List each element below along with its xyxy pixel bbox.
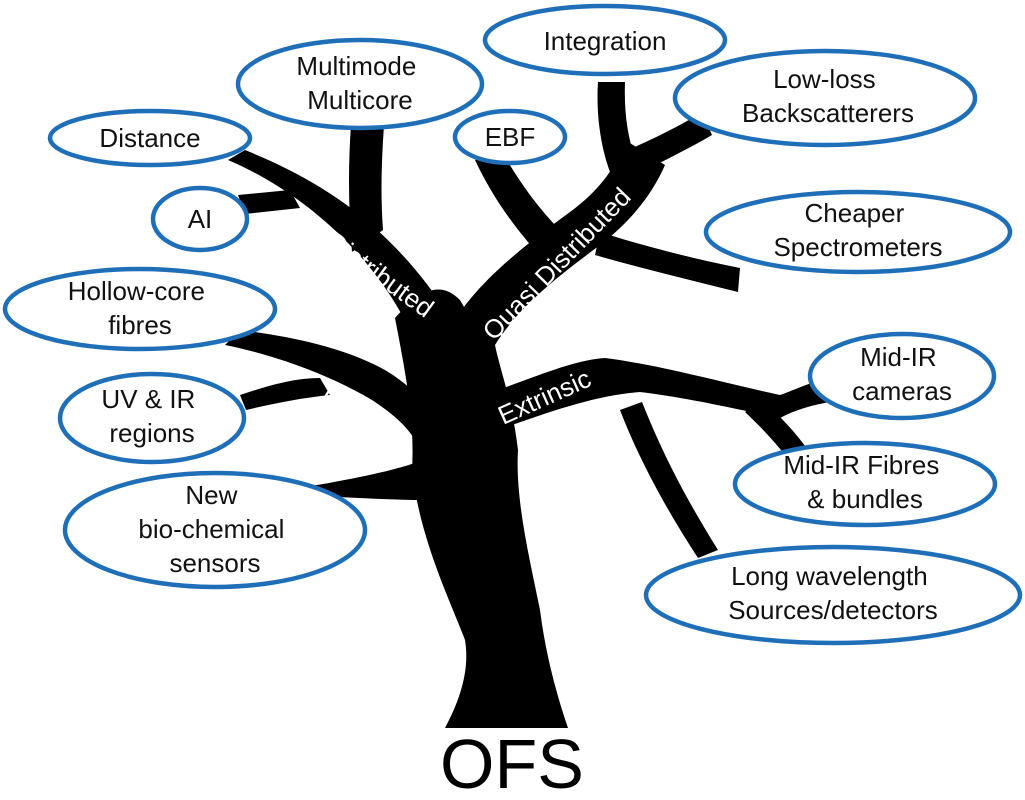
tree-trunk [395, 289, 568, 728]
node-uv-ir-text: UV & IR regions [101, 384, 202, 448]
node-distance-text: Distance [99, 123, 200, 153]
branch-ai [238, 190, 300, 214]
branch-extrinsic [498, 358, 830, 425]
branch-multimode [349, 112, 385, 252]
node-biochem: New bio-chemical sensors [62, 470, 368, 590]
branch-midir-fibres [745, 400, 808, 462]
branch-ebf [475, 148, 560, 250]
node-ai: AI [150, 185, 250, 253]
node-integration: Integration [482, 3, 728, 77]
node-ebf: EBF [452, 108, 568, 166]
branch-integration [597, 82, 635, 172]
node-distance: Distance [47, 108, 253, 168]
branch-point [225, 330, 440, 440]
node-mid-ir-fibres-text: Mid-IR Fibres & bundles [783, 450, 946, 514]
node-cheaper: Cheaper Spectrometers [703, 189, 1013, 275]
node-hollow-core-text: Hollow-core fibres [68, 276, 213, 340]
branch-longwave [620, 402, 718, 558]
tree-silhouette [225, 82, 830, 728]
node-multimode-text: Multimode Multicore [296, 51, 423, 115]
node-uv-ir: UV & IR regions [57, 371, 247, 465]
branch-cheaper [595, 232, 740, 292]
branch-biochem [300, 462, 425, 500]
diagram-title: OFS [440, 725, 584, 795]
branch-quasi [455, 140, 665, 345]
node-mid-ir-cameras: Mid-IR cameras [807, 331, 997, 421]
branch-uvir [240, 378, 330, 410]
node-mid-ir-fibres: Mid-IR Fibres & bundles [732, 440, 998, 528]
node-low-loss-text: Low-loss Backscatterers [742, 64, 914, 128]
node-ai-text: AI [188, 204, 213, 234]
node-low-loss: Low-loss Backscatterers [672, 48, 978, 148]
node-hollow-core: Hollow-core fibres [2, 266, 278, 352]
node-long-wavelength: Long wavelength Sources/detectors [643, 544, 1023, 646]
node-ebf-text: EBF [485, 122, 536, 152]
node-long-wavelength-text: Long wavelength Sources/detectors [728, 561, 938, 625]
node-cheaper-text: Cheaper Spectrometers [773, 198, 942, 262]
node-biochem-text: New bio-chemical sensors [138, 480, 291, 578]
node-multimode: Multimode Multicore [235, 37, 485, 131]
branch-distributed [228, 150, 450, 330]
branch-lowloss [628, 112, 712, 172]
label-quasi-distributed: Quasi Distributed [476, 182, 636, 346]
node-integration-text: Integration [544, 26, 667, 56]
node-mid-ir-cameras-text: Mid-IR cameras [852, 342, 952, 406]
